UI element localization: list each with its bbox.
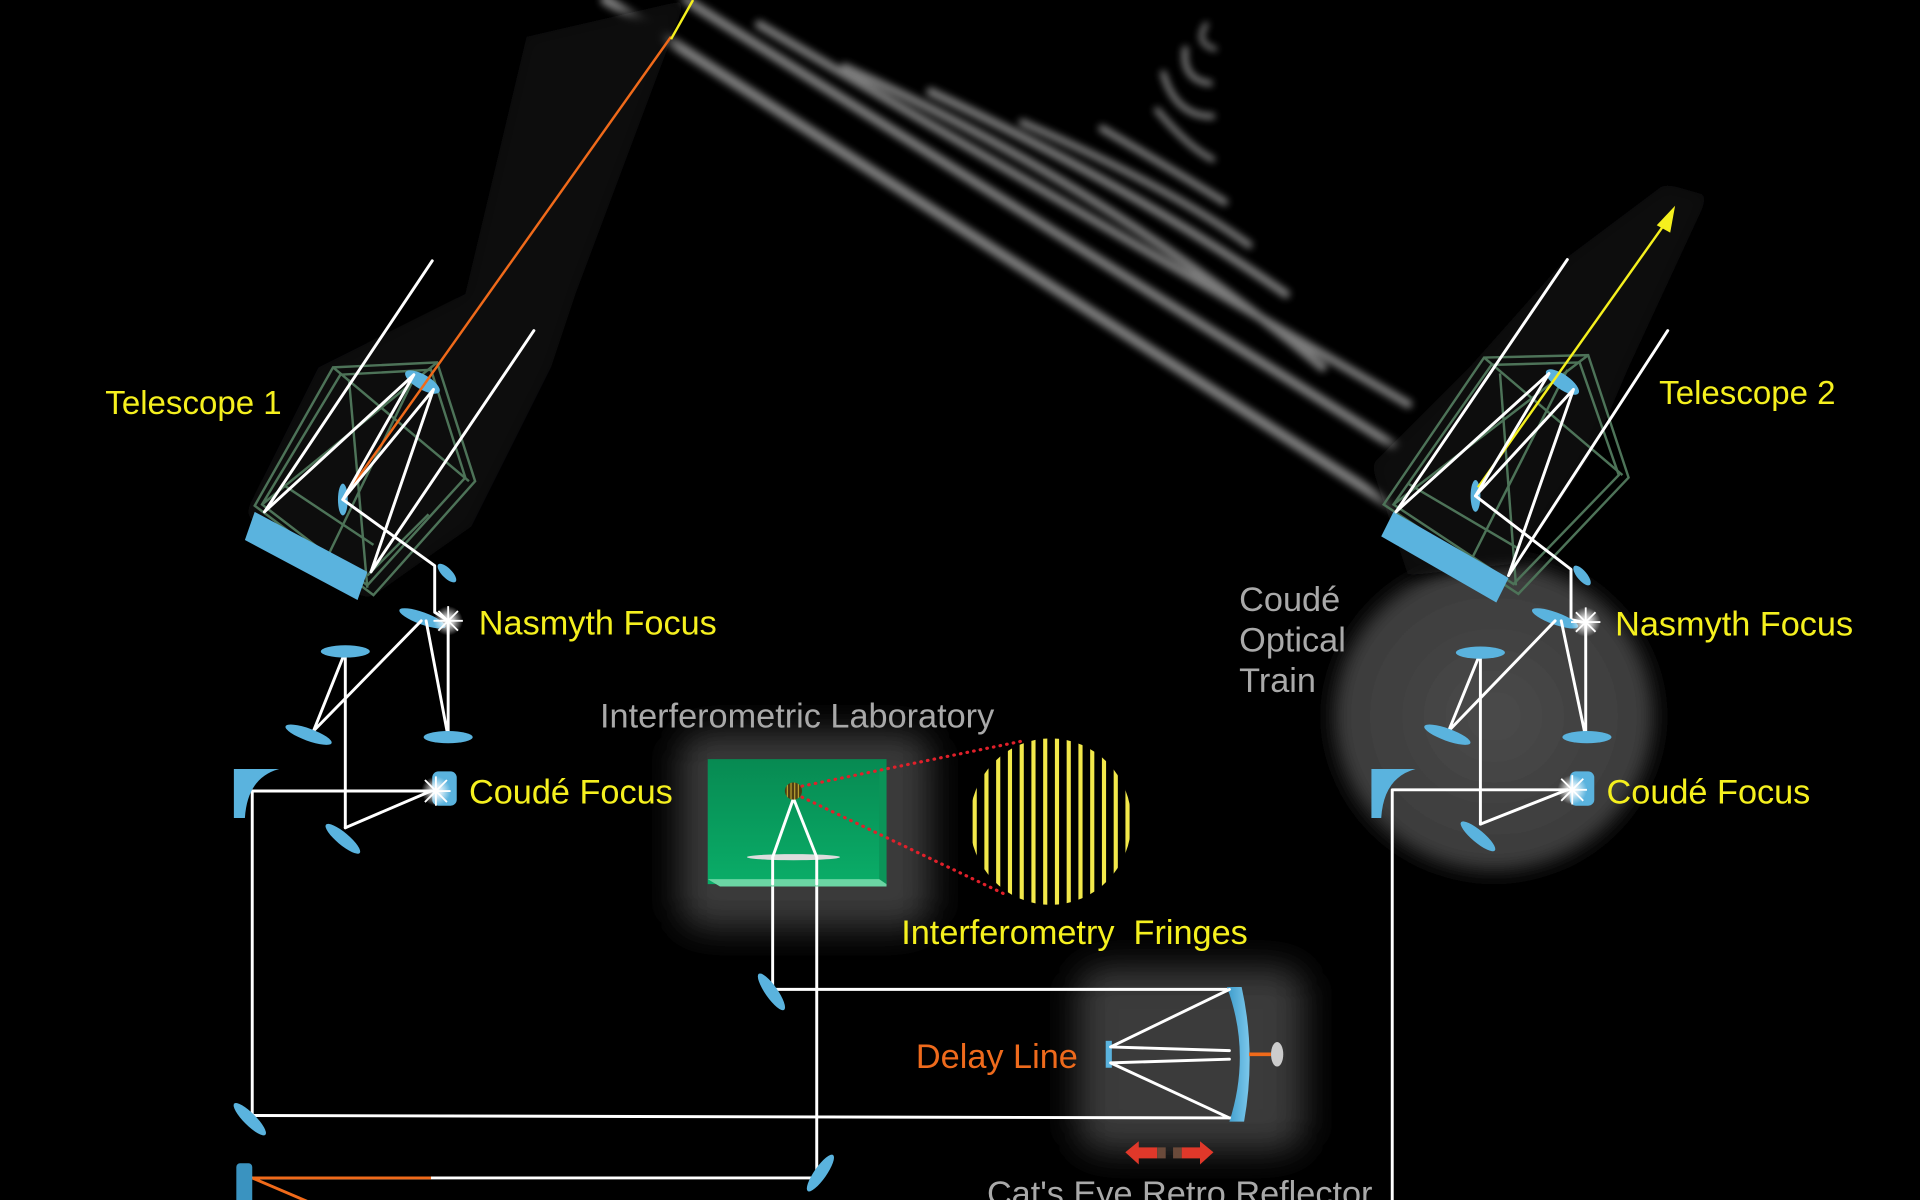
coude-focus-2-star-icon [1557, 775, 1587, 805]
label-interferometry-fringes: Interferometry Fringes [901, 914, 1248, 952]
orange-return-diagonal [251, 1176, 308, 1200]
label-cats-eye-retro-reflector: Cat's Eye Retro Reflector [987, 1175, 1373, 1200]
telescope-2 [1371, 183, 1709, 629]
telescope-1-primary-mirror [244, 511, 368, 600]
label-coude-optical-train-3: Train [1239, 662, 1316, 700]
label-coude-optical-train-2: Optical [1239, 621, 1346, 659]
label-nasmyth-focus-1: Nasmyth Focus [479, 604, 717, 642]
interferometric-lab [707, 739, 1026, 896]
wavefronts [600, 0, 1413, 514]
interferometry-fringes-disk [969, 738, 1132, 905]
label-coude-focus-1: Coudé Focus [469, 773, 673, 811]
label-interferometric-laboratory: Interferometric Laboratory [600, 697, 995, 735]
double-arrow-icon [1125, 1141, 1214, 1165]
label-delay-line: Delay Line [916, 1038, 1078, 1076]
telescope-1-star-ray [346, 36, 673, 493]
label-nasmyth-focus-2: Nasmyth Focus [1615, 606, 1853, 644]
label-coude-focus-2: Coudé Focus [1607, 773, 1811, 811]
delay-line-cats-eye [1105, 986, 1284, 1122]
telescope-1-star-ray-yellow [669, 0, 695, 40]
coude-focus-1-star-icon [421, 776, 451, 806]
telescope-2-star-arrow [1476, 217, 1670, 489]
arrow-up-right-icon [1656, 205, 1676, 233]
telescope-2-secondary-mirror [1545, 369, 1580, 395]
telescope-2-primary-mirror [1381, 511, 1509, 603]
coude-train-1 [233, 619, 473, 1117]
telescope-1 [244, 0, 695, 629]
coude-1-curved-mirror [233, 768, 280, 818]
telescope-1-fold-mirror [437, 563, 457, 583]
label-telescope-1: Telescope 1 [105, 385, 281, 422]
label-coude-optical-train-1: Coudé [1239, 581, 1340, 619]
label-telescope-2: Telescope 2 [1659, 375, 1835, 412]
